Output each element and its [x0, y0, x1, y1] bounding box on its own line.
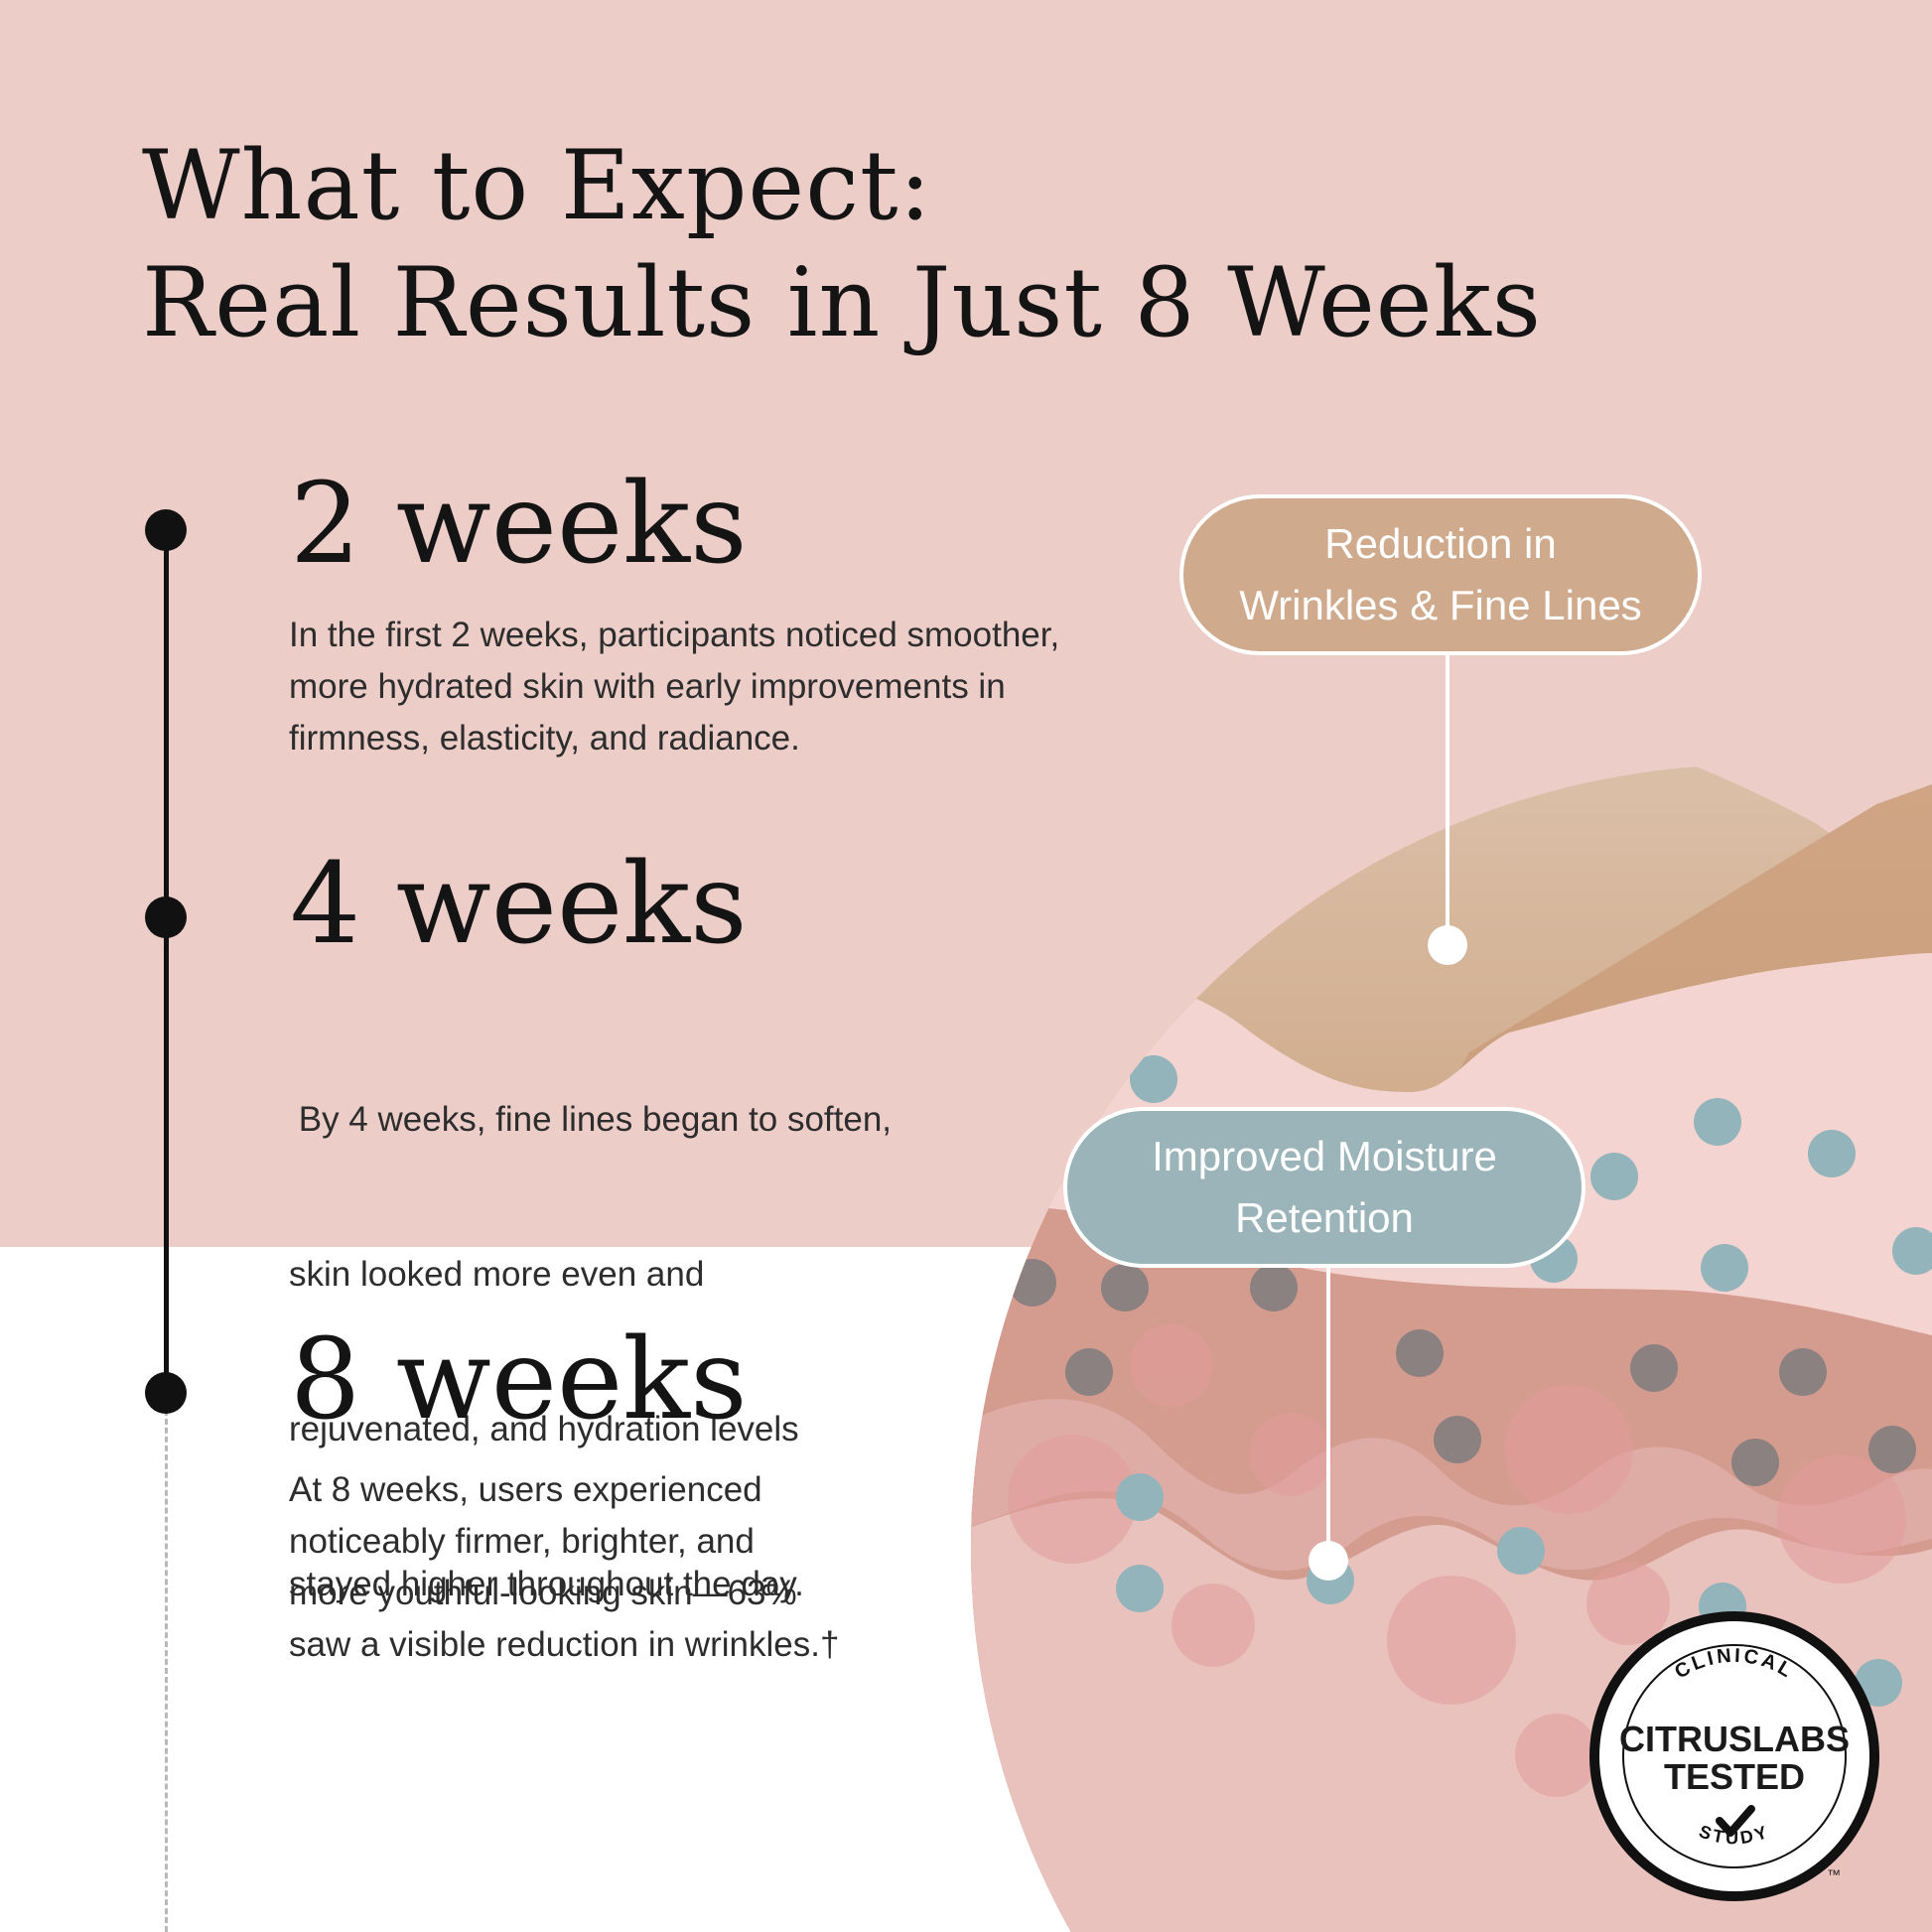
desc-line: firmness, elasticity, and radiance.: [289, 719, 800, 758]
callout-line: Improved Moisture: [1152, 1133, 1497, 1179]
skin-cell-dots: [1009, 1259, 1916, 1486]
badge-name-line-2: TESTED: [1663, 1756, 1805, 1797]
checkmark-icon: [1716, 1805, 1755, 1837]
desc-line: more youthful-looking skin—63%: [289, 1574, 797, 1612]
badge-name-line-1: CITRUSLABS: [1619, 1719, 1850, 1759]
wrinkles-connector-dot: [1428, 925, 1467, 965]
week-8-heading: 8 weeks: [290, 1315, 748, 1445]
week-2-heading: 2 weeks: [290, 460, 748, 589]
moisture-callout: Improved Moisture Retention: [1063, 1107, 1586, 1268]
week-4-heading: 4 weeks: [290, 840, 748, 969]
timeline-dot-8-weeks: [145, 1372, 187, 1414]
wavy-band: [971, 1399, 1932, 1572]
desc-line: more hydrated skin with early improvemen…: [289, 667, 1006, 706]
timeline-line: [164, 530, 169, 1394]
callout-line: Reduction in: [1324, 520, 1557, 567]
wrinkles-callout: Reduction in Wrinkles & Fine Lines: [1179, 494, 1702, 655]
week-4-description: By 4 weeks, fine lines began to soften, …: [289, 991, 892, 1714]
desc-line: skin looked more even and: [289, 1255, 705, 1294]
timeline-dashed-line: [165, 1410, 168, 1932]
desc-line: In the first 2 weeks, participants notic…: [289, 616, 1060, 654]
timeline-dot-2-weeks: [145, 509, 187, 551]
collagen-bubbles: [1008, 1323, 1906, 1797]
desc-line: saw a visible reduction in wrinkles.†: [289, 1625, 840, 1664]
title-line-1: What to Expect:: [142, 130, 932, 241]
callout-line: Wrinkles & Fine Lines: [1239, 582, 1642, 628]
clinical-badge: CLINICAL STUDY CITRUSLABS TESTED: [1588, 1610, 1880, 1902]
timeline-dot-4-weeks: [145, 897, 187, 938]
callout-line: Retention: [1235, 1194, 1414, 1241]
desc-line: At 8 weeks, users experienced: [289, 1470, 762, 1509]
page-title: What to Expect: Real Results in Just 8 W…: [142, 127, 1542, 361]
week-8-description: At 8 weeks, users experienced noticeably…: [289, 1464, 839, 1671]
desc-line: rejuvenated, and hydration levels: [289, 1410, 799, 1449]
badge-ring: CLINICAL STUDY: [1589, 1611, 1879, 1901]
trademark-symbol: ™: [1827, 1866, 1841, 1882]
week-2-description: In the first 2 weeks, participants notic…: [289, 610, 1059, 764]
title-line-2: Real Results in Just 8 Weeks: [142, 247, 1543, 358]
desc-line: By 4 weeks, fine lines began to soften,: [289, 1100, 893, 1139]
moisture-connector-dot: [1309, 1541, 1348, 1581]
desc-line: stayed higher throughout the day.: [289, 1565, 804, 1603]
desc-line: noticeably firmer, brighter, and: [289, 1522, 755, 1561]
